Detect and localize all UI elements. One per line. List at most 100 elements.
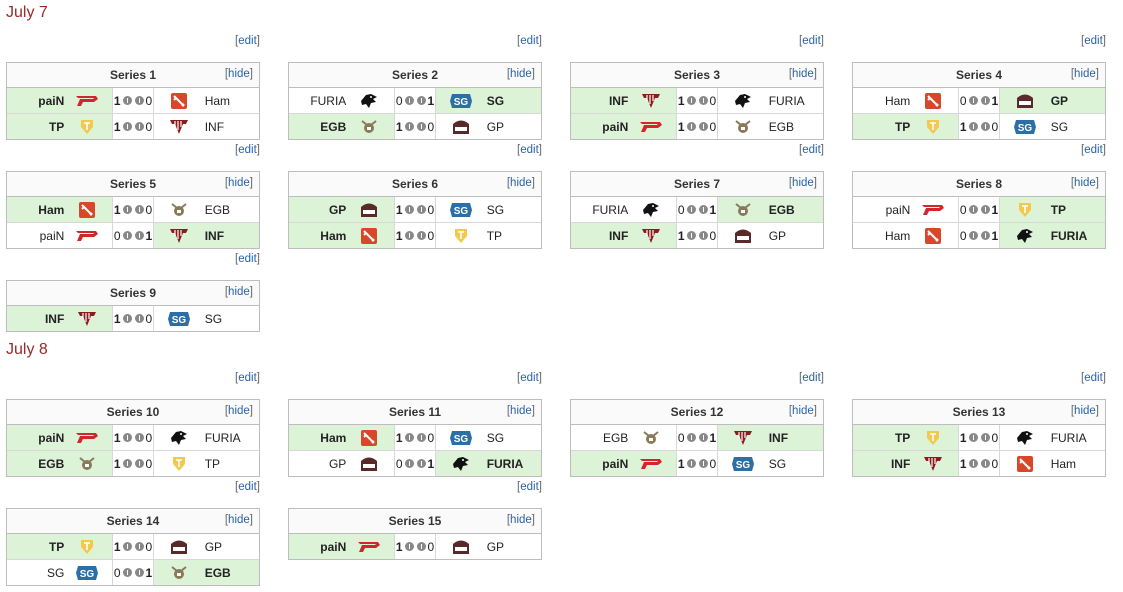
game-details-icon[interactable] <box>122 433 132 442</box>
team-name[interactable]: INF <box>608 228 629 243</box>
edit-link[interactable]: edit <box>520 372 539 384</box>
game-details-icon[interactable] <box>122 568 132 577</box>
game-details-icon[interactable] <box>404 122 414 131</box>
team-name[interactable]: GP <box>1050 93 1069 108</box>
game-details-icon[interactable] <box>134 96 144 105</box>
team-name[interactable]: SG <box>486 93 505 108</box>
game-details-icon[interactable] <box>416 205 426 214</box>
team-name[interactable]: GP <box>486 119 505 134</box>
team-name[interactable]: EGB <box>768 202 795 217</box>
game-details-icon[interactable] <box>686 231 696 240</box>
edit-link[interactable]: edit <box>802 144 821 156</box>
game-details-icon[interactable] <box>122 205 132 214</box>
game-details-icon[interactable] <box>404 205 414 214</box>
game-details-icon[interactable] <box>134 205 144 214</box>
team-name[interactable]: Ham <box>320 228 347 243</box>
edit-link[interactable]: edit <box>520 481 539 493</box>
edit-link[interactable]: edit <box>1084 144 1103 156</box>
game-details-icon[interactable] <box>416 433 426 442</box>
game-details-icon[interactable] <box>980 433 990 442</box>
game-details-icon[interactable] <box>122 542 132 551</box>
edit-link[interactable]: edit <box>238 144 257 156</box>
team-name[interactable]: TP <box>48 119 65 134</box>
team-name[interactable]: TP <box>894 119 911 134</box>
edit-link[interactable]: edit <box>802 372 821 384</box>
game-details-icon[interactable] <box>698 433 708 442</box>
hide-link[interactable]: hide <box>1074 68 1096 80</box>
game-details-icon[interactable] <box>686 96 696 105</box>
team-name[interactable]: SG <box>204 311 223 326</box>
edit-link[interactable]: edit <box>238 481 257 493</box>
hide-link[interactable]: hide <box>1074 405 1096 417</box>
team-name[interactable]: FURIA <box>1050 228 1088 243</box>
team-name[interactable]: FURIA <box>204 430 241 445</box>
team-name[interactable]: INF <box>204 228 225 243</box>
edit-link[interactable]: edit <box>520 35 539 47</box>
hide-link[interactable]: hide <box>228 405 250 417</box>
hide-link[interactable]: hide <box>792 405 814 417</box>
game-details-icon[interactable] <box>980 96 990 105</box>
game-details-icon[interactable] <box>122 231 132 240</box>
game-details-icon[interactable] <box>416 542 426 551</box>
team-name[interactable]: TP <box>48 539 65 554</box>
team-name[interactable]: Ham <box>884 93 911 108</box>
team-name[interactable]: Ham <box>320 430 347 445</box>
team-name[interactable]: INF <box>890 456 911 471</box>
team-name[interactable]: FURIA <box>592 202 629 217</box>
team-name[interactable]: Ham <box>204 93 231 108</box>
team-name[interactable]: FURIA <box>768 93 805 108</box>
game-details-icon[interactable] <box>686 433 696 442</box>
hide-link[interactable]: hide <box>792 68 814 80</box>
edit-link[interactable]: edit <box>238 35 257 47</box>
team-name[interactable]: EGB <box>320 119 347 134</box>
team-name[interactable]: TP <box>1050 202 1067 217</box>
team-name[interactable]: TP <box>894 430 911 445</box>
game-details-icon[interactable] <box>686 122 696 131</box>
game-details-icon[interactable] <box>698 231 708 240</box>
game-details-icon[interactable] <box>968 433 978 442</box>
game-details-icon[interactable] <box>404 433 414 442</box>
game-details-icon[interactable] <box>968 96 978 105</box>
team-name[interactable]: paiN <box>38 93 65 108</box>
game-details-icon[interactable] <box>404 96 414 105</box>
game-details-icon[interactable] <box>134 433 144 442</box>
team-name[interactable]: EGB <box>602 430 629 445</box>
game-details-icon[interactable] <box>980 231 990 240</box>
hide-link[interactable]: hide <box>510 405 532 417</box>
game-details-icon[interactable] <box>686 205 696 214</box>
game-details-icon[interactable] <box>134 542 144 551</box>
team-name[interactable]: FURIA <box>310 93 347 108</box>
team-name[interactable]: SG <box>46 565 65 580</box>
team-name[interactable]: FURIA <box>1050 430 1087 445</box>
team-name[interactable]: EGB <box>204 202 231 217</box>
team-name[interactable]: TP <box>204 456 221 471</box>
edit-link[interactable]: edit <box>1084 372 1103 384</box>
team-name[interactable]: GP <box>768 228 787 243</box>
team-name[interactable]: INF <box>608 93 629 108</box>
game-details-icon[interactable] <box>122 96 132 105</box>
team-name[interactable]: SG <box>768 456 787 471</box>
edit-link[interactable]: edit <box>238 253 257 265</box>
game-details-icon[interactable] <box>698 96 708 105</box>
team-name[interactable]: EGB <box>768 119 795 134</box>
edit-link[interactable]: edit <box>802 35 821 47</box>
hide-link[interactable]: hide <box>1074 177 1096 189</box>
game-details-icon[interactable] <box>968 231 978 240</box>
game-details-icon[interactable] <box>134 314 144 323</box>
team-name[interactable]: Ham <box>884 228 911 243</box>
team-name[interactable]: paiN <box>320 539 347 554</box>
game-details-icon[interactable] <box>416 231 426 240</box>
game-details-icon[interactable] <box>968 205 978 214</box>
edit-link[interactable]: edit <box>520 144 539 156</box>
game-details-icon[interactable] <box>980 122 990 131</box>
team-name[interactable]: GP <box>328 456 347 471</box>
team-name[interactable]: Ham <box>38 202 65 217</box>
hide-link[interactable]: hide <box>510 514 532 526</box>
team-name[interactable]: INF <box>768 430 789 445</box>
game-details-icon[interactable] <box>122 314 132 323</box>
team-name[interactable]: SG <box>486 202 505 217</box>
game-details-icon[interactable] <box>134 122 144 131</box>
hide-link[interactable]: hide <box>510 177 532 189</box>
team-name[interactable]: paiN <box>602 119 629 134</box>
team-name[interactable]: INF <box>44 311 65 326</box>
